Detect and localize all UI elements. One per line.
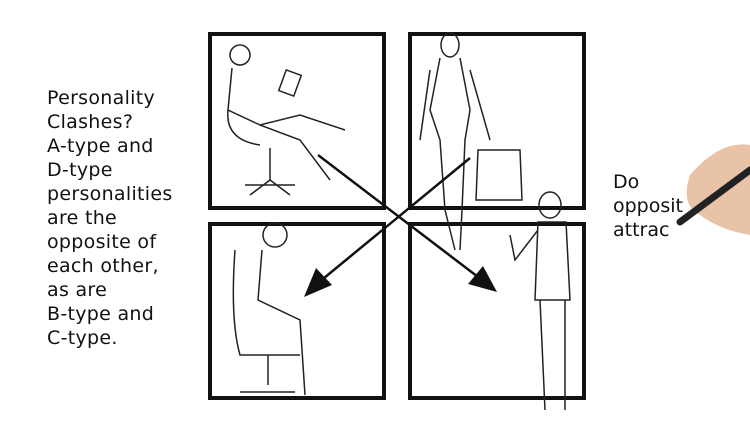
- waving-man-illustration: [509, 191, 571, 411]
- text-line: are the: [47, 207, 118, 229]
- text-line: B-type and: [47, 303, 155, 325]
- text-line: Personality: [47, 87, 156, 109]
- text-line: Clashes?: [47, 111, 134, 133]
- quadrant-d-type: [408, 222, 586, 400]
- drawing-hand-illustration: [676, 144, 750, 235]
- seated-man-illustration: [227, 44, 346, 196]
- text-line: opposite of: [47, 231, 157, 253]
- standing-woman-illustration: [419, 32, 523, 251]
- text-line: Do: [613, 171, 640, 193]
- text-line: opposit: [613, 195, 683, 217]
- text-line: D-type: [47, 159, 113, 181]
- text-line: A-type and: [47, 135, 154, 157]
- personality-clashes-text: Personality Clashes? A-type and D-type p…: [47, 86, 173, 350]
- seated-woman-illustration: [232, 222, 306, 396]
- text-line: C-type.: [47, 327, 118, 349]
- quadrant-a-type: [208, 32, 386, 210]
- text-line: personalities: [47, 183, 173, 205]
- text-line: each other,: [47, 255, 159, 277]
- text-line: as are: [47, 279, 108, 301]
- opposites-attract-text: Do opposit attrac: [613, 170, 683, 242]
- text-line: attrac: [613, 219, 670, 241]
- quadrant-c-type: [208, 222, 386, 400]
- quadrant-b-type: [408, 32, 586, 210]
- arrow-a-to-d: [317, 154, 497, 292]
- arrow-b-to-c: [304, 157, 471, 297]
